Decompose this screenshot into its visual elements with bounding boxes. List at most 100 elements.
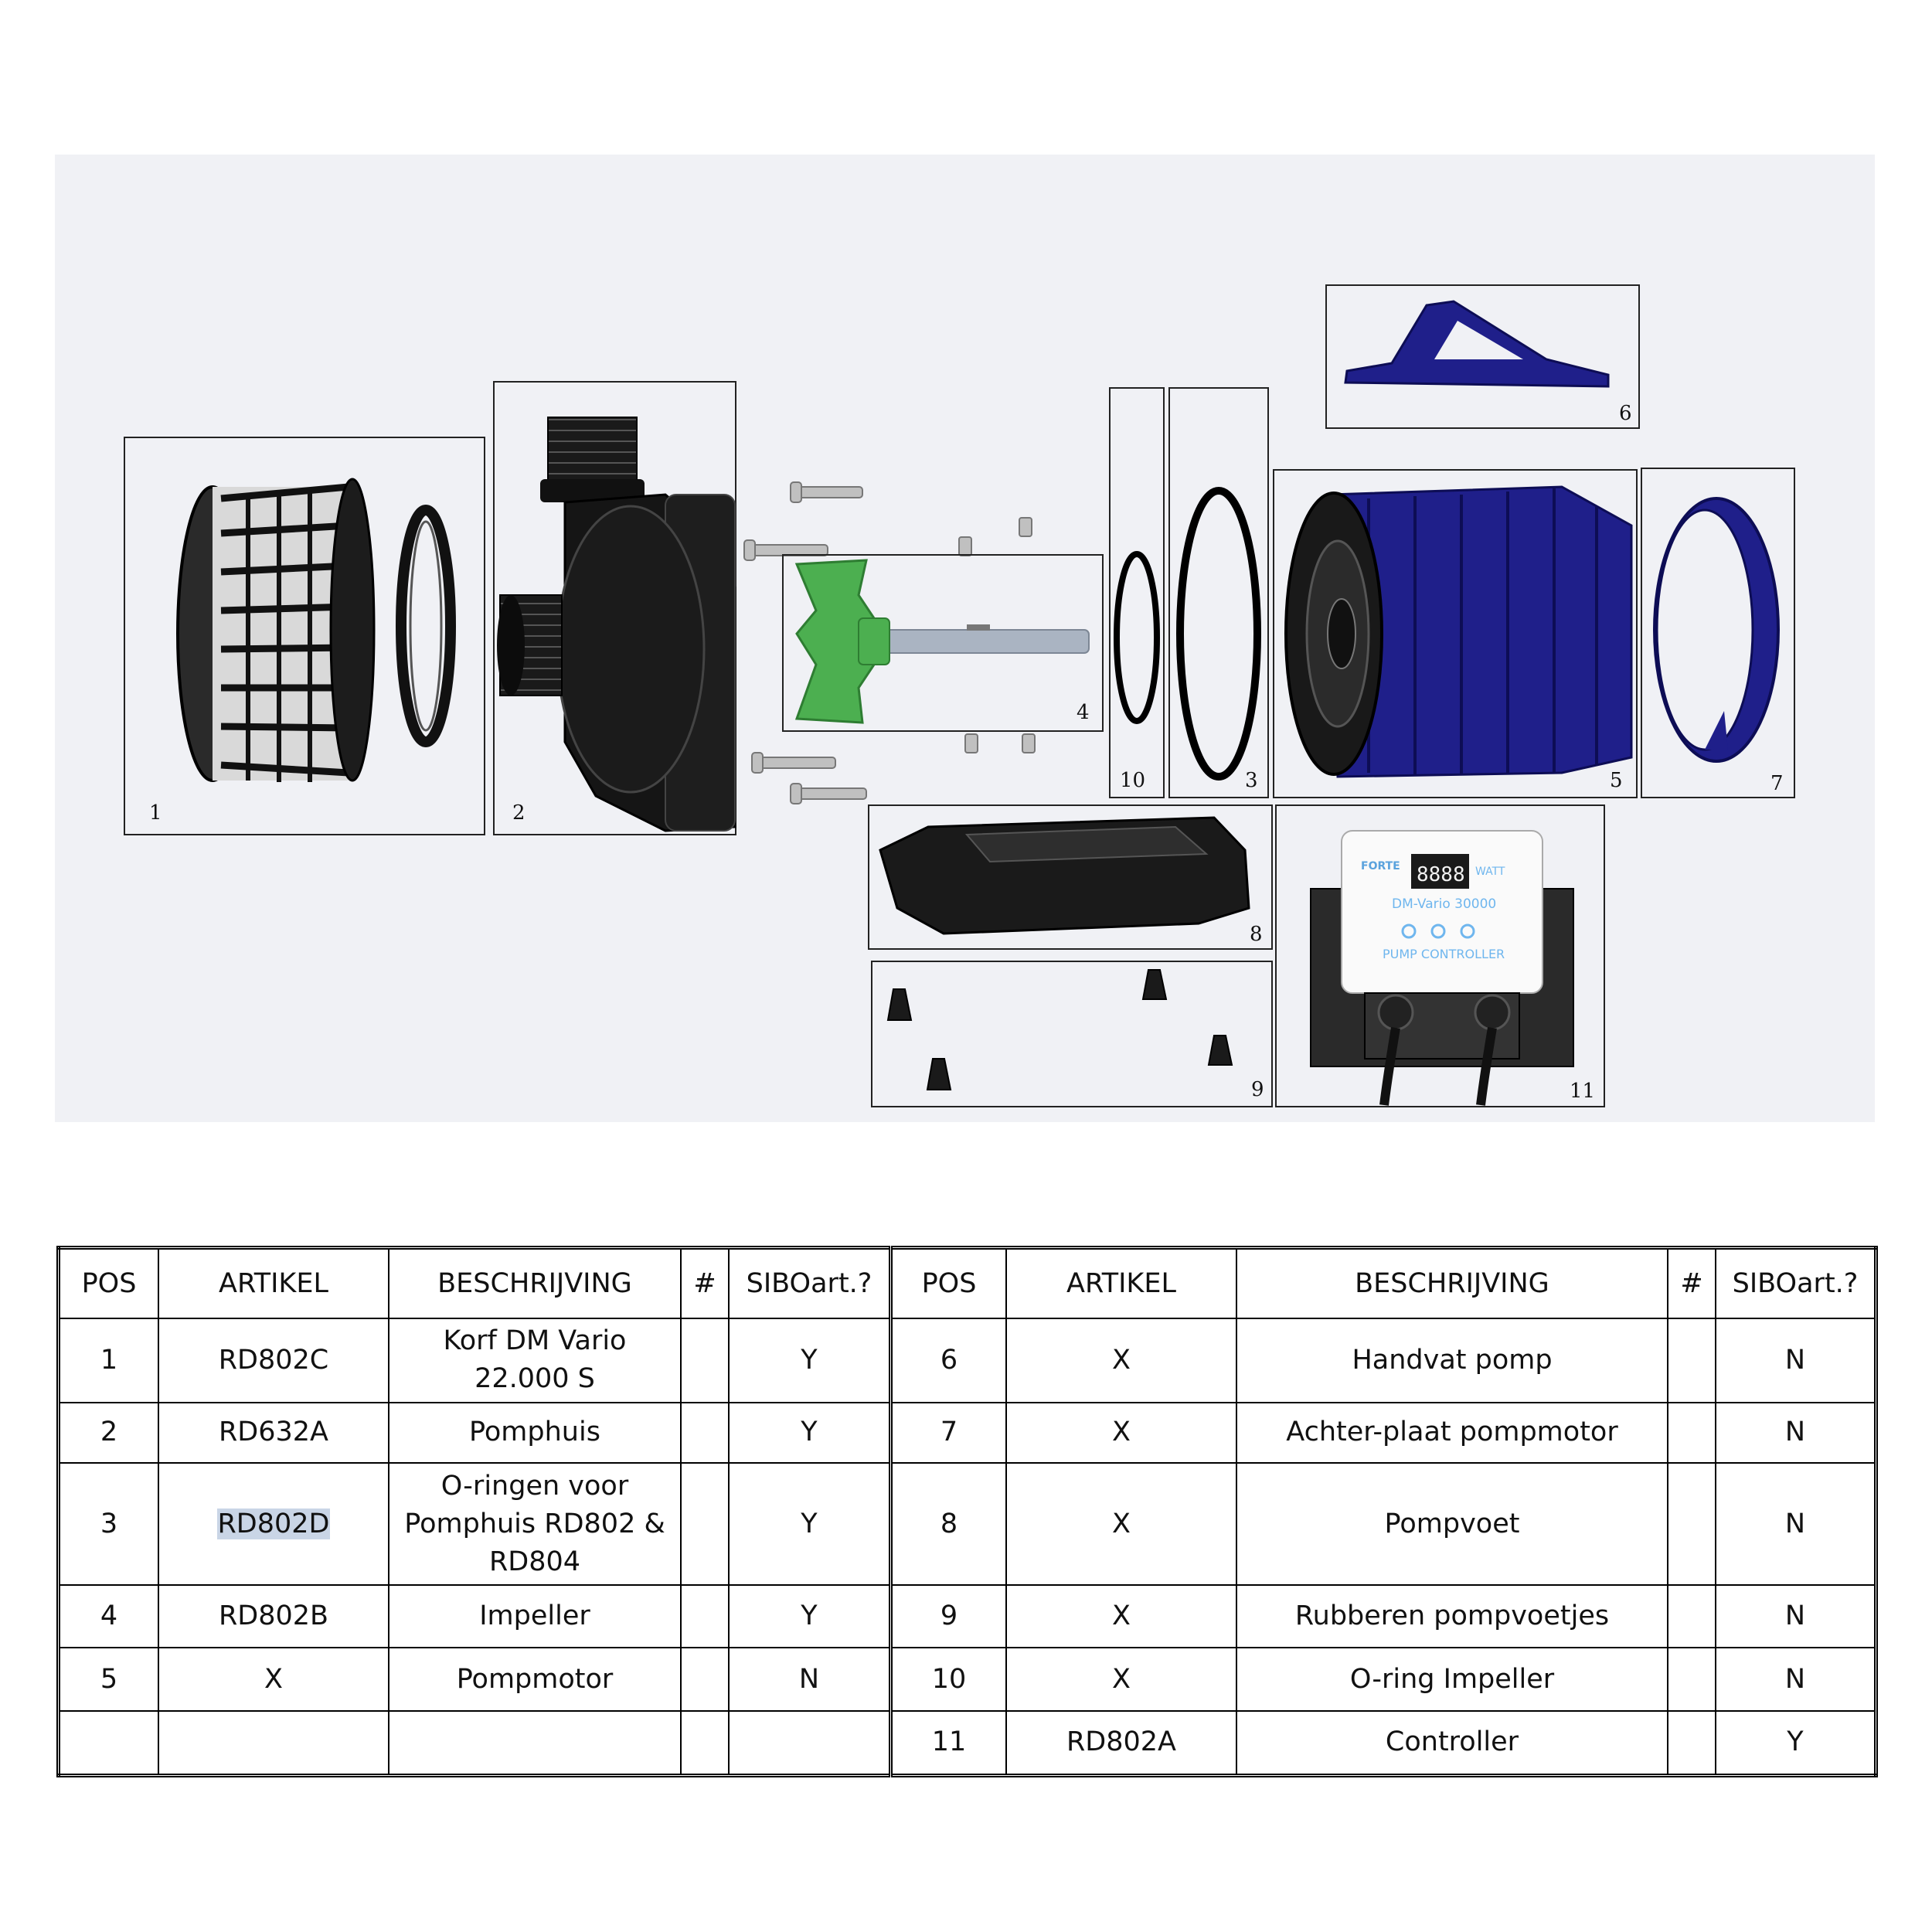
controller-caption: PUMP CONTROLLER	[1383, 947, 1505, 961]
cell-pos: 1	[57, 1318, 159, 1403]
part-label-9: 9	[1251, 1078, 1264, 1101]
cell-beschrijving: O-ringen voor Pomphuis RD802 & RD804	[388, 1462, 682, 1587]
controller-unit: WATT	[1475, 866, 1505, 878]
part-6-handle: 6	[1325, 284, 1640, 429]
part-2-pump-housing: 2	[493, 381, 736, 835]
table-row: 2 RD632A Pomphuis Y 7 X Achter-plaat pom…	[57, 1401, 1877, 1464]
cell-artikel: X	[1005, 1647, 1237, 1712]
part-3-orings: 3	[1168, 387, 1269, 798]
cell-pos	[57, 1709, 159, 1777]
part-11-controller: 8888 FORTE WATT DM-Vario 30000 PUMP CONT…	[1275, 804, 1605, 1107]
screws-and-nuts	[743, 481, 1036, 804]
part-label-8: 8	[1250, 923, 1263, 946]
controller-down-icon	[1430, 923, 1446, 939]
header-sibo-left: SIBOart.?	[728, 1247, 893, 1319]
cell-pos: 10	[889, 1647, 1007, 1712]
cell-count	[680, 1318, 730, 1403]
part-label-4: 4	[1077, 701, 1090, 724]
part-label-2: 2	[512, 801, 526, 825]
part-4-impeller: 4	[782, 554, 1104, 732]
header-pos-left: POS	[57, 1247, 159, 1319]
cell-artikel: X	[158, 1647, 389, 1712]
cell-sibo: Y	[728, 1462, 893, 1587]
cell-artikel[interactable]: RD802D	[158, 1462, 389, 1587]
header-artikel-right: ARTIKEL	[1005, 1247, 1237, 1319]
table-row: 1 RD802C Korf DM Vario 22.000 S Y 6 X Ha…	[57, 1318, 1877, 1403]
part-1-basket: 1	[124, 437, 485, 835]
cell-artikel: X	[1005, 1584, 1237, 1649]
cell-sibo: N	[1715, 1647, 1877, 1712]
exploded-view-diagram: 1 2 4 1	[55, 155, 1875, 1122]
table-row: 4 RD802B Impeller Y 9 X Rubberen pompvoe…	[57, 1584, 1877, 1649]
cell-count	[680, 1709, 730, 1777]
cell-pos: 7	[889, 1401, 1007, 1464]
controller-power-icon	[1401, 923, 1417, 939]
part-10-oring-impeller: 10	[1109, 387, 1165, 798]
table-header-row: POS ARTIKEL BESCHRIJVING # SIBOart.? POS…	[57, 1247, 1877, 1319]
cell-count	[680, 1462, 730, 1587]
cell-beschrijving: Pomphuis	[388, 1401, 682, 1464]
cell-count	[1667, 1462, 1716, 1587]
cell-sibo: N	[728, 1647, 893, 1712]
part-label-11: 11	[1570, 1080, 1595, 1103]
cell-count	[680, 1401, 730, 1464]
cell-pos: 4	[57, 1584, 159, 1649]
cell-beschrijving: Achter-plaat pompmotor	[1236, 1401, 1668, 1464]
cell-beschrijving: Impeller	[388, 1584, 682, 1649]
cell-pos: 6	[889, 1318, 1007, 1403]
part-label-5: 5	[1610, 769, 1623, 792]
cell-sibo: N	[1715, 1462, 1877, 1587]
header-count-left: #	[680, 1247, 730, 1319]
cell-sibo: N	[1715, 1318, 1877, 1403]
cell-pos: 9	[889, 1584, 1007, 1649]
cell-beschrijving: Pompvoet	[1236, 1462, 1668, 1587]
cell-count	[680, 1647, 730, 1712]
cell-beschrijving: Handvat pomp	[1236, 1318, 1668, 1403]
cell-artikel: X	[1005, 1401, 1237, 1464]
controller-model: DM-Vario 30000	[1392, 896, 1496, 912]
cell-sibo: Y	[728, 1584, 893, 1649]
cell-sibo	[728, 1709, 893, 1777]
cell-sibo: Y	[728, 1318, 893, 1403]
cell-beschrijving: Korf DM Vario 22.000 S	[388, 1318, 682, 1403]
cell-count	[1667, 1401, 1716, 1464]
cell-count	[1667, 1584, 1716, 1649]
cell-artikel: X	[1005, 1462, 1237, 1587]
cell-beschrijving: Rubberen pompvoetjes	[1236, 1584, 1668, 1649]
cell-beschrijving: Controller	[1236, 1709, 1668, 1777]
part-label-10: 10	[1120, 769, 1145, 792]
cell-artikel: RD802C	[158, 1318, 389, 1403]
table-row: 5 X Pompmotor N 10 X O-ring Impeller N	[57, 1647, 1877, 1712]
header-artikel-left: ARTIKEL	[158, 1247, 389, 1319]
header-count-right: #	[1667, 1247, 1716, 1319]
cell-beschrijving: Pompmotor	[388, 1647, 682, 1712]
selected-text[interactable]: RD802D	[217, 1508, 330, 1539]
controller-display: 8888	[1417, 863, 1465, 886]
cell-count	[1667, 1709, 1716, 1777]
parts-table: POS ARTIKEL BESCHRIJVING # SIBOart.? POS…	[56, 1246, 1878, 1777]
cell-artikel	[158, 1709, 389, 1777]
part-5-motor: 5	[1273, 469, 1638, 798]
part-7-back-plate: 7	[1641, 468, 1795, 798]
part-label-7: 7	[1770, 772, 1784, 795]
controller-brand: FORTE	[1361, 860, 1400, 872]
controller-up-icon	[1460, 923, 1475, 939]
header-beschrijving-left: BESCHRIJVING	[388, 1247, 682, 1319]
cell-artikel: RD802B	[158, 1584, 389, 1649]
cell-artikel: X	[1005, 1318, 1237, 1403]
part-label-3: 3	[1245, 769, 1258, 792]
cell-pos: 5	[57, 1647, 159, 1712]
part-8-pump-foot: 8	[868, 804, 1273, 950]
cell-count	[1667, 1647, 1716, 1712]
cell-artikel: RD802A	[1005, 1709, 1237, 1777]
part-label-6: 6	[1619, 402, 1632, 425]
cell-count	[680, 1584, 730, 1649]
cell-sibo: N	[1715, 1584, 1877, 1649]
part-label-1: 1	[149, 801, 162, 825]
cell-sibo: Y	[1715, 1709, 1877, 1777]
cell-pos: 2	[57, 1401, 159, 1464]
header-pos-right: POS	[889, 1247, 1007, 1319]
cell-pos: 3	[57, 1462, 159, 1587]
cell-count	[1667, 1318, 1716, 1403]
table-row: 11 RD802A Controller Y	[57, 1709, 1877, 1777]
